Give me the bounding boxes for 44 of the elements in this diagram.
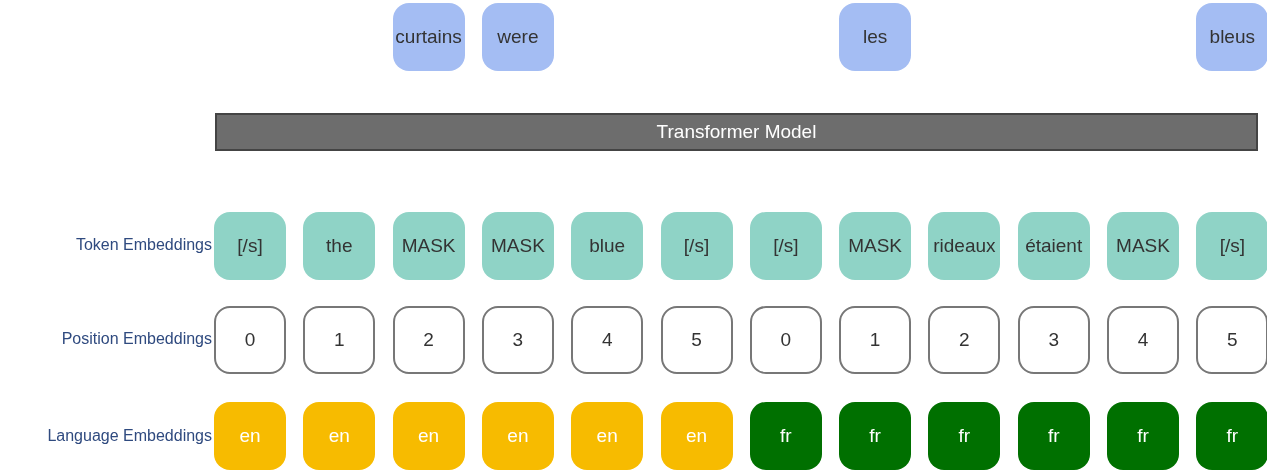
language-embedding-box: fr xyxy=(928,402,1001,470)
token-embedding-box: MASK xyxy=(481,212,554,280)
token-embedding-box: [/s] xyxy=(749,212,822,280)
position-embedding-box: 2 xyxy=(928,306,1001,374)
language-embedding-box: fr xyxy=(1107,402,1179,470)
token-embedding-box: the xyxy=(303,212,376,280)
language-embedding-box: en xyxy=(392,402,465,470)
language-embedding-box: fr xyxy=(1196,402,1267,470)
position-embedding-box: 0 xyxy=(214,306,286,374)
position-embedding-box: 0 xyxy=(749,306,822,374)
token-embedding-box: étaient xyxy=(1017,212,1090,280)
token-embedding-box: rideaux xyxy=(928,212,1001,280)
output-token-box: bleus xyxy=(1196,3,1267,71)
language-embedding-box: fr xyxy=(749,402,822,470)
position-embedding-box: 2 xyxy=(392,306,465,374)
position-embedding-box: 4 xyxy=(571,306,644,374)
token-embedding-box: [/s] xyxy=(214,212,286,280)
row-label: Token Embeddings xyxy=(74,236,212,254)
language-embedding-box: en xyxy=(571,402,644,470)
token-embedding-box: MASK xyxy=(392,212,465,280)
token-embedding-box: [/s] xyxy=(660,212,733,280)
position-embedding-box: 1 xyxy=(303,306,376,374)
row-label: Language Embeddings xyxy=(46,427,212,445)
language-embedding-box: fr xyxy=(1017,402,1090,470)
language-embedding-box: en xyxy=(303,402,376,470)
output-token-box: curtains xyxy=(392,3,465,71)
transformer-model-bar: Transformer Model xyxy=(215,113,1258,151)
token-embedding-box: MASK xyxy=(839,212,912,280)
row-label: Position Embeddings xyxy=(60,330,212,348)
output-token-box: were xyxy=(481,3,554,71)
language-embedding-box: en xyxy=(214,402,286,470)
position-embedding-box: 5 xyxy=(1196,306,1267,374)
position-embedding-box: 4 xyxy=(1107,306,1179,374)
language-embedding-box: fr xyxy=(839,402,912,470)
output-token-box: les xyxy=(839,3,912,71)
position-embedding-box: 3 xyxy=(481,306,554,374)
token-embedding-box: blue xyxy=(571,212,644,280)
token-embedding-box: [/s] xyxy=(1196,212,1267,280)
position-embedding-box: 1 xyxy=(839,306,912,374)
position-embedding-box: 3 xyxy=(1017,306,1090,374)
language-embedding-box: en xyxy=(660,402,733,470)
position-embedding-box: 5 xyxy=(660,306,733,374)
token-embedding-box: MASK xyxy=(1107,212,1179,280)
language-embedding-box: en xyxy=(481,402,554,470)
